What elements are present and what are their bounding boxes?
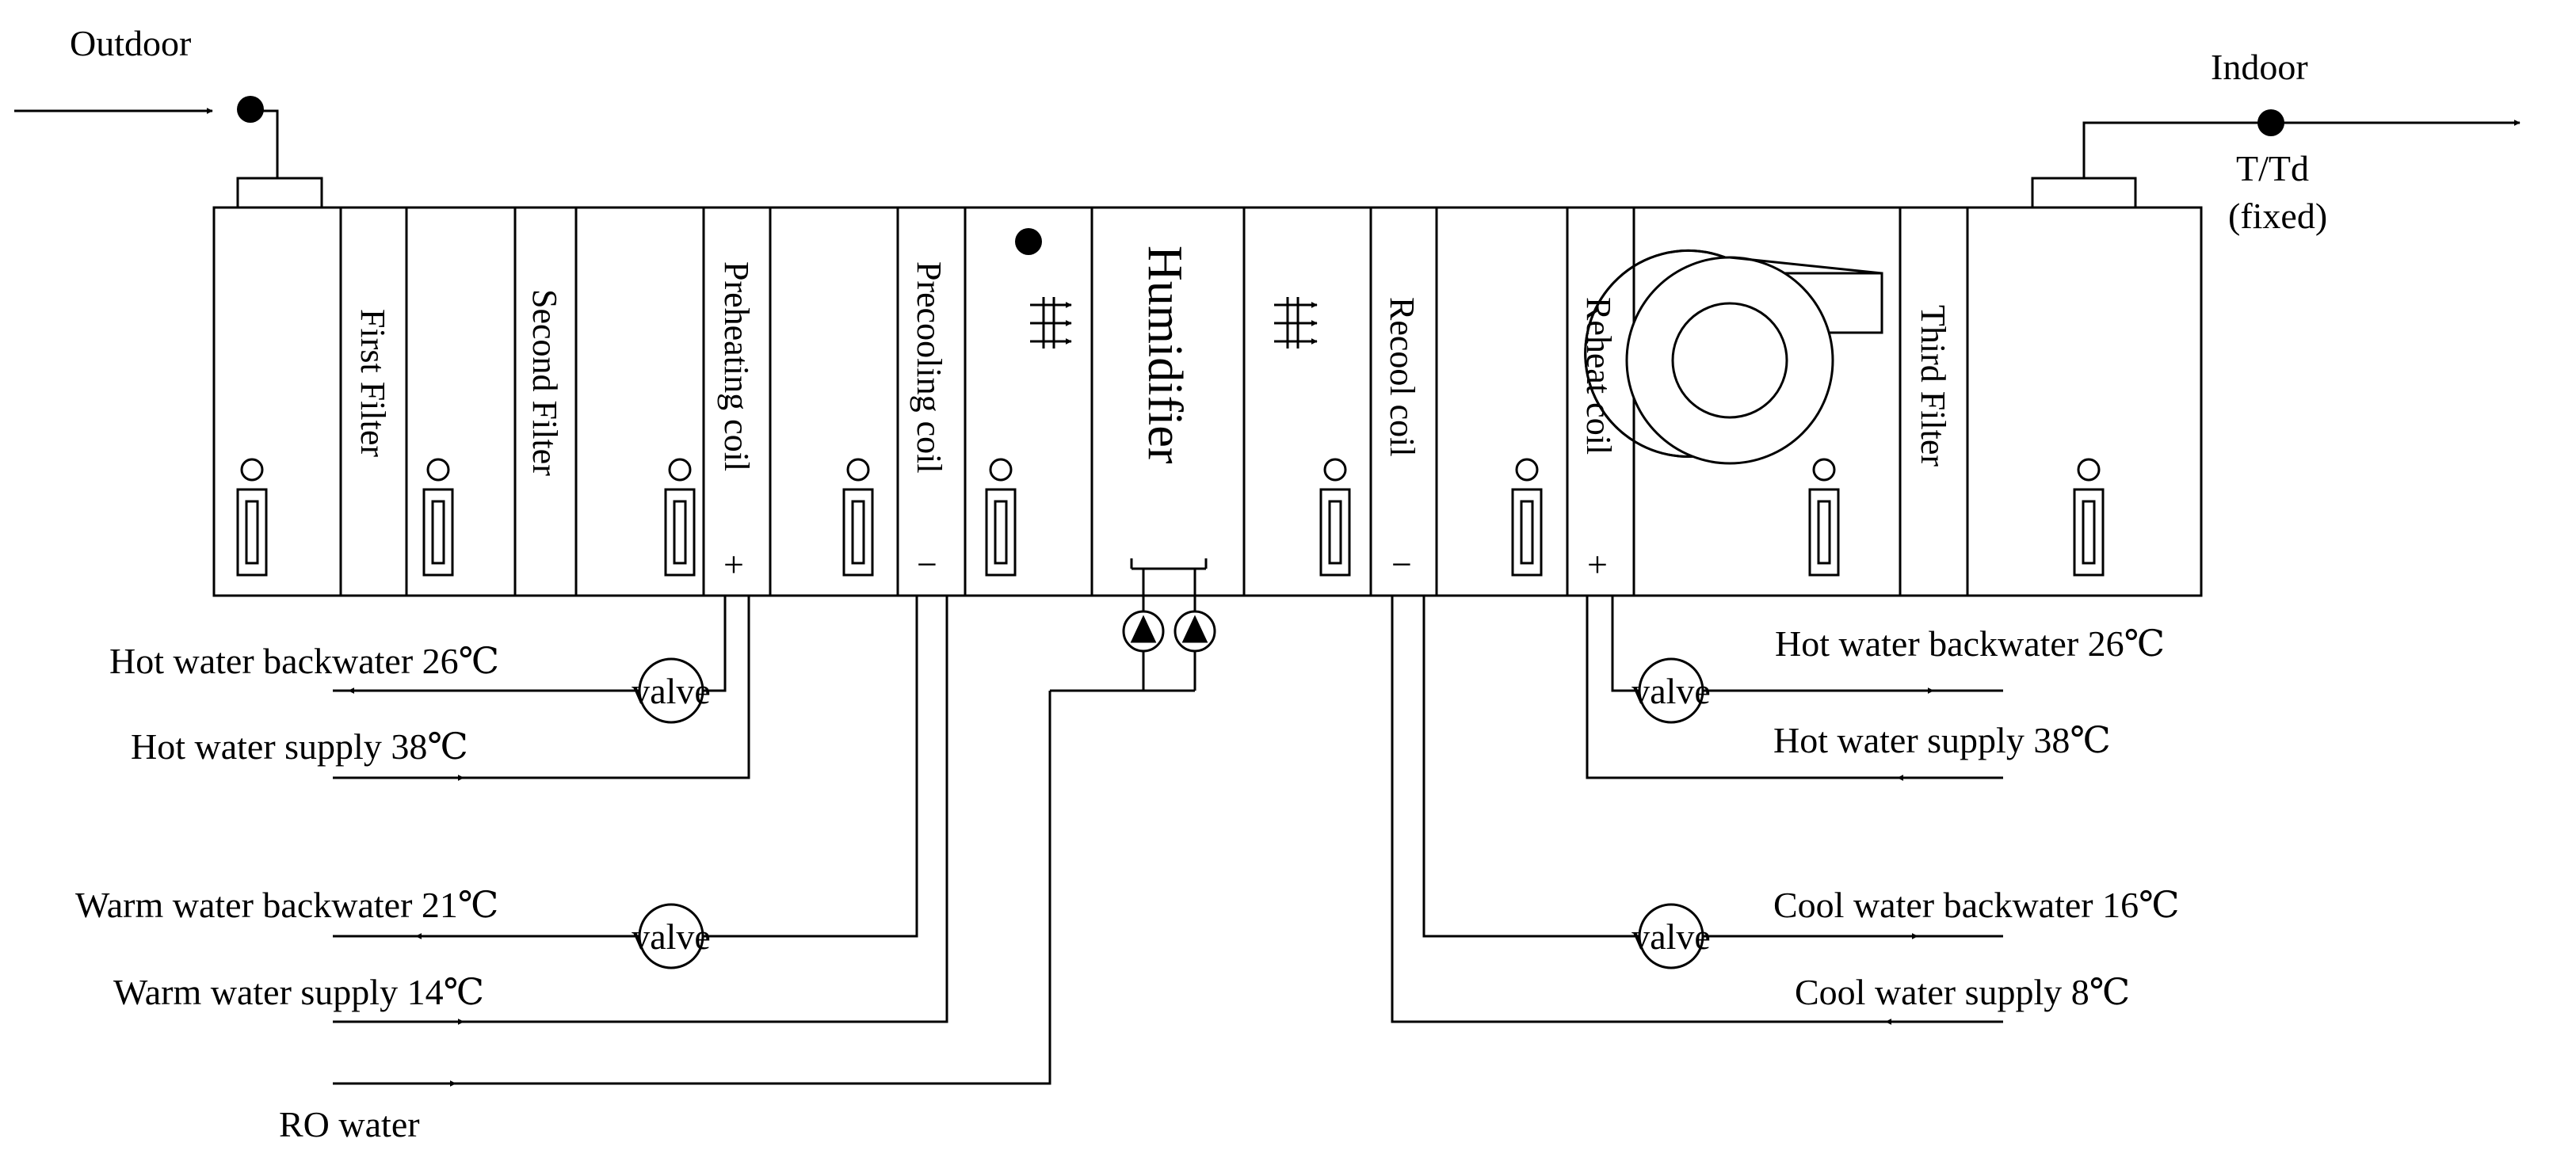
recool-supply-label: Cool water supply 8℃ (1795, 972, 2130, 1012)
access-door-7 (1511, 458, 1543, 577)
airflow-arrows-left (1030, 297, 1072, 348)
fan-icon (1584, 249, 1883, 465)
precool-supply-label: Warm water supply 14℃ (113, 972, 484, 1012)
recool-backwater-label: Cool water backwater 16℃ (1773, 885, 2180, 925)
precool-backwater-label: Warm water backwater 21℃ (75, 885, 498, 925)
airflow-arrows-right (1274, 297, 1318, 348)
third-filter-label: Third Filter (1914, 305, 1952, 467)
access-door-6 (1319, 458, 1351, 577)
reheat-supply-label: Hot water supply 38℃ (1773, 720, 2111, 760)
second-filter-label: Second Filter (525, 289, 564, 476)
access-door-8 (1808, 458, 1840, 577)
preheat-valve-label: valve (632, 671, 711, 711)
outdoor-label: Outdoor (70, 23, 191, 63)
humidifier-pumps (1050, 558, 1216, 692)
section-sensor-dot (1015, 228, 1042, 255)
preheat-valve-icon (638, 657, 704, 724)
reheat-backwater-label: Hot water backwater 26℃ (1775, 623, 2165, 664)
indoor-air-line (2082, 120, 2521, 178)
section-dividers (339, 208, 1969, 596)
access-door-1 (236, 458, 268, 577)
access-door-5 (985, 458, 1017, 577)
ro-water-label: RO water (279, 1104, 420, 1144)
precooling-sign: − (917, 544, 937, 585)
indoor-sensor-dot (2257, 109, 2284, 136)
reheat-sign: + (1587, 544, 1608, 585)
preheating-coil-label: Preheating coil (717, 261, 756, 471)
reheat-valve-label: valve (1631, 671, 1711, 711)
recool-sign: − (1391, 544, 1412, 585)
precool-valve-icon (638, 903, 704, 969)
first-filter-label: First Filter (353, 309, 392, 457)
preheat-backwater-label: Hot water backwater 26℃ (109, 641, 499, 681)
indoor-label: Indoor (2211, 47, 2308, 87)
recool-valve-icon (1638, 903, 1704, 969)
preheat-supply-label: Hot water supply 38℃ (131, 726, 468, 767)
indoor-sensor-label-2: (fixed) (2228, 196, 2327, 236)
recool-coil-label: Recool coil (1383, 297, 1422, 457)
precooling-coil-label: Precooling coil (910, 261, 948, 474)
access-door-2 (422, 458, 454, 577)
access-door-3 (664, 458, 696, 577)
indoor-sensor-label-1: T/Td (2236, 148, 2309, 189)
reheat-piping (1586, 596, 2003, 779)
humidifier-label: Humidifier (1138, 246, 1192, 464)
precool-valve-label: valve (632, 916, 711, 957)
access-doors (236, 458, 2105, 577)
outdoor-sensor-dot (237, 96, 264, 123)
ahu-casing (212, 206, 2203, 597)
inlet-box (236, 177, 323, 209)
reheat-valve-icon (1638, 657, 1704, 724)
reheat-coil-label: Reheat coil (1579, 297, 1618, 455)
preheating-sign: + (723, 544, 744, 585)
recool-valve-label: valve (1631, 916, 1711, 957)
access-door-9 (2073, 458, 2105, 577)
precool-piping (333, 596, 948, 1023)
ro-water-pipe (333, 691, 1051, 1085)
outlet-box (2031, 177, 2137, 209)
access-door-4 (842, 458, 874, 577)
